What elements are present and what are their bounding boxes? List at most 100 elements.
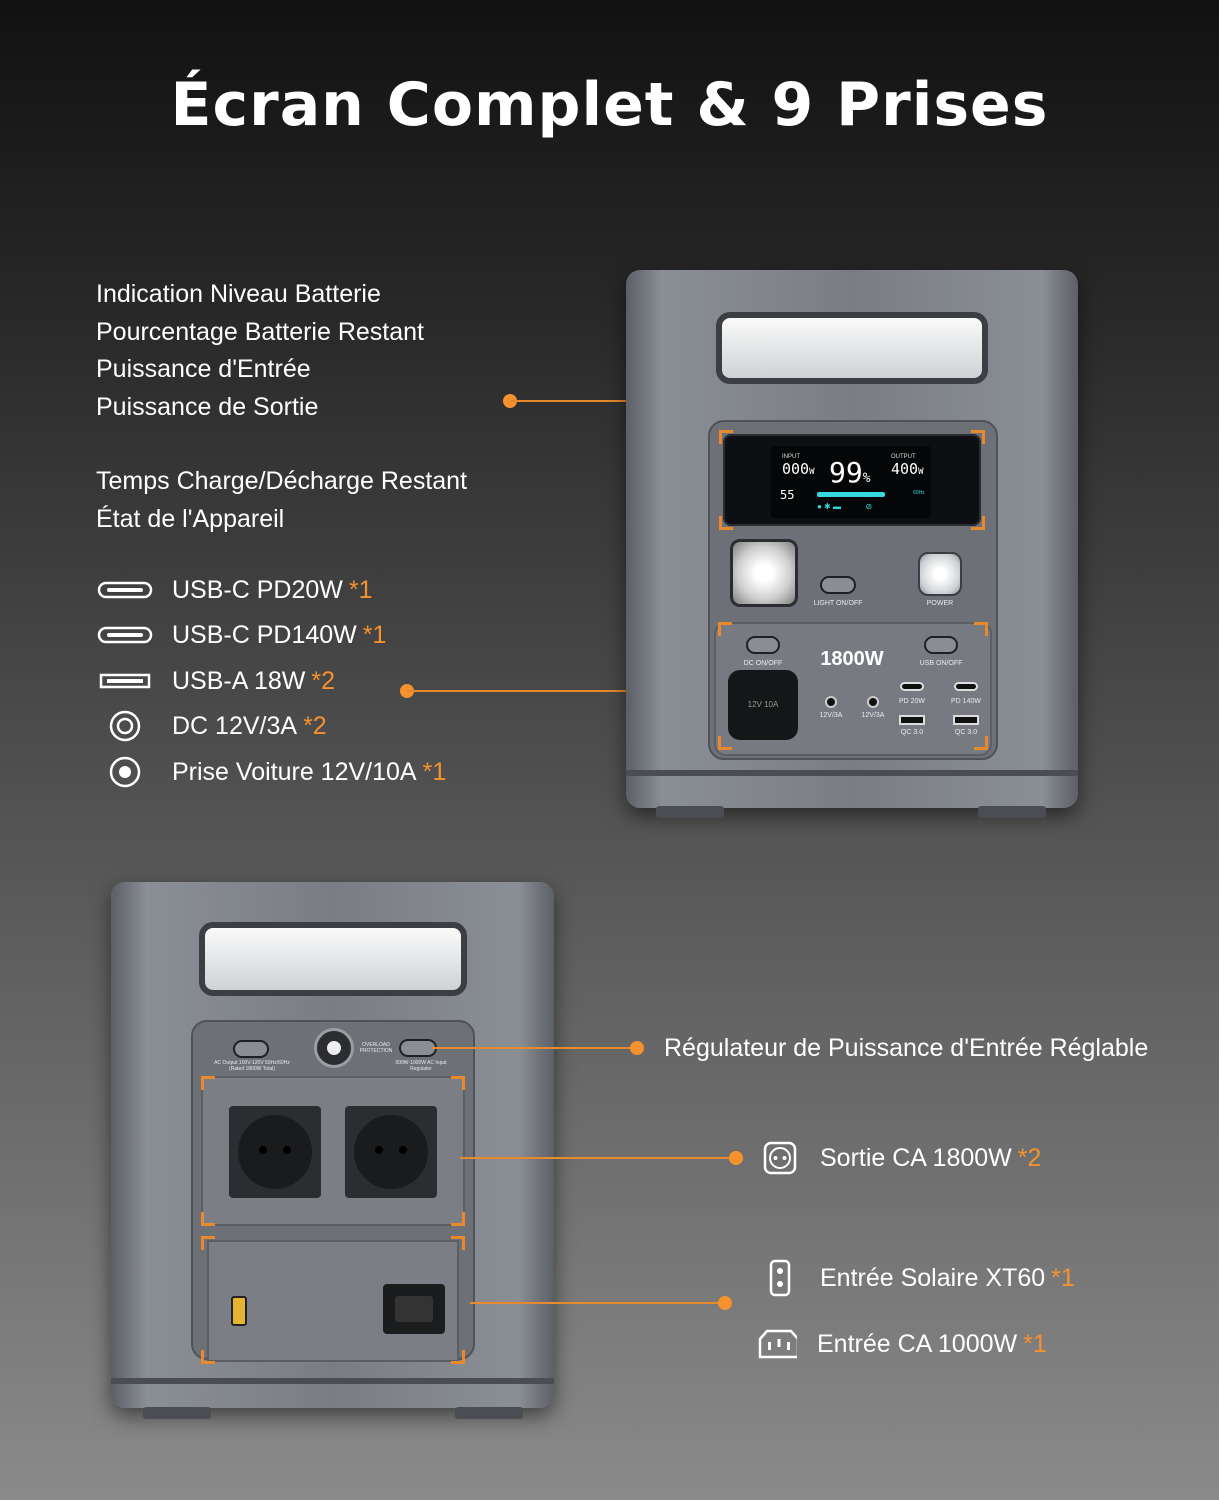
corner-mark (718, 622, 732, 636)
corner-mark (718, 736, 732, 750)
outlet-pin (259, 1146, 267, 1154)
lcd-inner (771, 446, 931, 518)
corner-mark (201, 1212, 215, 1226)
lcd-status-icons: ● ✱ ▬ ⊘ (817, 502, 873, 511)
dc-port-2[interactable] (867, 696, 879, 708)
pd20-label: PD 20W (898, 698, 926, 705)
xt60-port[interactable] (231, 1296, 247, 1326)
callout-line-ac-out (460, 1157, 736, 1159)
car-socket-label: 12V 10A (747, 700, 779, 709)
corner-mark (451, 1350, 465, 1364)
solar-in-count: *1 (1051, 1263, 1075, 1292)
usb-a-port-1[interactable] (899, 715, 925, 725)
label-ac-in: Entrée CA 1000W *1 (757, 1324, 1047, 1364)
corner-mark (201, 1350, 215, 1364)
callout-dot-input (718, 1296, 732, 1310)
regulator-label: 500W-1000W AC Input Regulator (395, 1060, 447, 1072)
ac-outlet-1[interactable] (229, 1106, 321, 1198)
light-toggle-button[interactable] (820, 576, 856, 594)
port-count: *2 (311, 666, 336, 695)
ac-in-count: *1 (1023, 1329, 1047, 1358)
usb-c-port-pd140[interactable] (954, 682, 978, 691)
power-label: POWER (926, 600, 954, 607)
outlet-face (354, 1115, 428, 1189)
corner-mark (201, 1236, 215, 1250)
lcd-battery-bar (817, 492, 885, 497)
front-foot-left (656, 806, 724, 818)
overload-label: OVERLOAD PROTECTION (359, 1042, 393, 1054)
outlet-pin (399, 1146, 407, 1154)
light-lamp (730, 539, 798, 607)
rear-foot-right (455, 1407, 523, 1419)
lcd-screen: INPUT 000W 99% OUTPUT 400W 55 60Hz ● ✱ ▬… (723, 434, 981, 526)
overload-reset-button[interactable] (314, 1028, 354, 1068)
car-socket-icon (96, 756, 154, 788)
ac-output-label: AC Output 100V-120V 50Hz/60Hz (Rated 180… (214, 1060, 290, 1072)
port-count: *1 (362, 620, 387, 649)
power-button[interactable] (918, 552, 962, 596)
feature-battery-percent: Pourcentage Batterie Restant (96, 317, 424, 346)
dc-port-icon (96, 710, 154, 742)
solar-in-text: Entrée Solaire XT60 (820, 1263, 1046, 1292)
port-label: DC 12V/3A (172, 711, 298, 740)
lcd-percent: 99% (829, 456, 871, 489)
dc-port-2-label: 12V/3A (861, 712, 885, 719)
callout-dot-ac-out (729, 1151, 743, 1165)
port-label: USB-C PD140W (172, 620, 357, 649)
page-title: Écran Complet & 9 Prises (170, 70, 1049, 140)
label-ac-out: Sortie CA 1800W *2 (760, 1138, 1041, 1178)
ac-outlet-2[interactable] (345, 1106, 437, 1198)
rear-foot-left (143, 1407, 211, 1419)
wattage-label: 1800W (820, 648, 884, 670)
lcd-freq: 60Hz (913, 490, 925, 496)
ac-input-port[interactable] (383, 1284, 445, 1334)
corner-mark (451, 1076, 465, 1090)
qc-label-1: QC 3.0 (900, 729, 924, 736)
label-solar-in: Entrée Solaire XT60 *1 (760, 1258, 1075, 1298)
ac-out-text: Sortie CA 1800W (820, 1143, 1012, 1172)
ac-in-text: Entrée CA 1000W (817, 1329, 1018, 1358)
usb-a-icon (96, 666, 154, 696)
ac-input-icon (757, 1324, 797, 1364)
dc-port-1[interactable] (825, 696, 837, 708)
dc-toggle-button[interactable] (746, 636, 780, 654)
usb-c-icon (96, 575, 154, 605)
lcd-input-value: 000W (782, 460, 815, 478)
pd140-label: PD 140W (951, 698, 981, 705)
xt60-icon (760, 1258, 800, 1298)
usb-c-icon (96, 620, 154, 650)
rear-handle (199, 922, 467, 996)
display-features-list-2: Temps Charge/Décharge Restant État de l'… (96, 463, 467, 538)
light-label: LIGHT ON/OFF (813, 600, 863, 607)
outlet-pin (283, 1146, 291, 1154)
lcd-output-value: 400W (891, 460, 924, 478)
feature-input-power: Puissance d'Entrée (96, 355, 311, 383)
usb-c-port-pd20[interactable] (900, 682, 924, 691)
port-count: *1 (422, 757, 447, 786)
corner-mark (971, 430, 985, 444)
dc-port-1-label: 12V/3A (819, 712, 843, 719)
callout-line-regulator (432, 1047, 637, 1049)
lcd-output-label: OUTPUT (891, 454, 916, 460)
ac-output-toggle[interactable] (233, 1040, 269, 1058)
port-row-usbc-pd140: USB-C PD140W *1 (96, 615, 386, 655)
callout-dot-regulator (630, 1041, 644, 1055)
front-device: INPUT 000W 99% OUTPUT 400W 55 60Hz ● ✱ ▬… (626, 270, 1078, 808)
usb-toggle-button[interactable] (924, 636, 958, 654)
car-socket[interactable]: 12V 10A (728, 670, 798, 740)
callout-line-ports (407, 690, 717, 692)
usb-a-port-2[interactable] (953, 715, 979, 725)
port-count: *1 (348, 575, 373, 604)
port-label: Prise Voiture 12V/10A (172, 757, 417, 786)
qc-label-2: QC 3.0 (954, 729, 978, 736)
label-regulator: Régulateur de Puissance d'Entrée Réglabl… (664, 1033, 1149, 1062)
corner-mark (719, 516, 733, 530)
port-row-dc: DC 12V/3A *2 (96, 706, 327, 746)
lcd-time: 55 (780, 488, 795, 502)
port-row-usbc-pd20: USB-C PD20W *1 (96, 570, 373, 610)
feature-remaining-time: Temps Charge/Décharge Restant (96, 467, 468, 495)
callout-line-input (470, 1302, 725, 1304)
outlet-pin (375, 1146, 383, 1154)
corner-mark (971, 516, 985, 530)
port-row-car: Prise Voiture 12V/10A *1 (96, 752, 446, 792)
